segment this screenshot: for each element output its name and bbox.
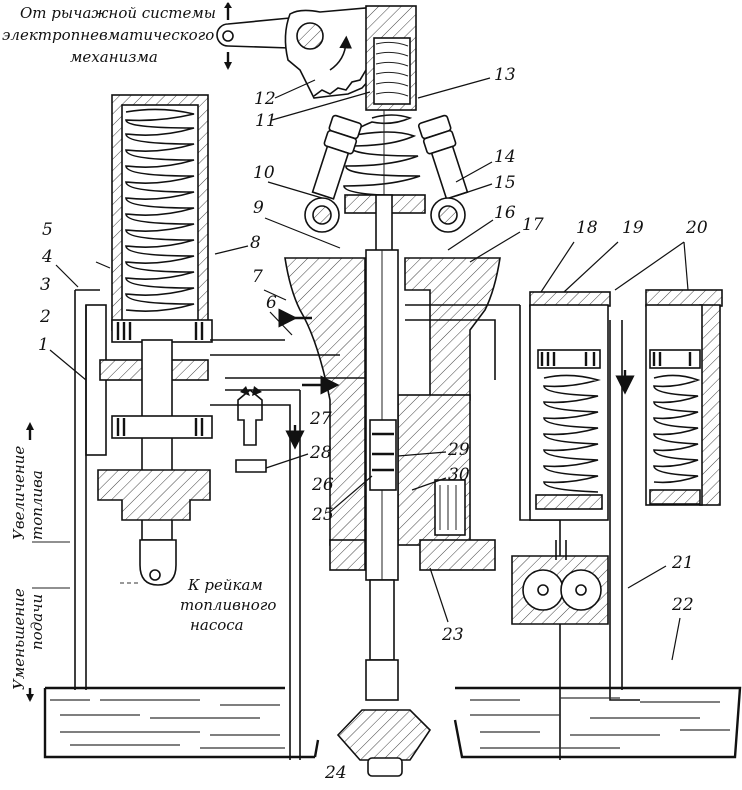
label-increase-line-1: Увеличение <box>10 446 28 540</box>
part-label-29: 29 <box>447 440 470 460</box>
caption-top-line-3: механизма <box>70 48 158 66</box>
part-label-10: 10 <box>253 163 275 183</box>
accumulators <box>529 289 723 521</box>
caption-rack-line-1: К рейкам <box>187 576 263 594</box>
part-label-13: 13 <box>494 65 516 85</box>
part-label-18: 18 <box>576 218 598 238</box>
part-label-17: 17 <box>522 215 544 235</box>
part-label-9: 9 <box>253 198 264 218</box>
direction-legend: Увеличение топлива Уменьшение подачи <box>10 422 70 702</box>
caption-rack: К рейкам топливного насоса <box>120 576 276 634</box>
governor-body <box>284 249 501 600</box>
lever-sector-12 <box>216 2 379 99</box>
part-label-15: 15 <box>494 173 516 193</box>
part-label-30: 30 <box>448 465 470 485</box>
part-label-14: 14 <box>494 147 516 167</box>
caption-top-line-1: От рычажной системы <box>20 4 216 22</box>
part-label-2: 2 <box>39 307 51 327</box>
caption-rack-line-3: насоса <box>190 616 244 634</box>
part-label-21: 21 <box>671 553 694 573</box>
caption-top-line-2: электропневматического <box>2 26 214 44</box>
part-label-12: 12 <box>254 89 276 109</box>
part-label-3: 3 <box>40 275 51 295</box>
part-labels: 1 2 3 4 5 6 7 8 9 10 11 12 13 14 15 16 1… <box>38 65 708 783</box>
oil-passages <box>210 304 640 760</box>
gear-pump <box>511 540 609 625</box>
part-label-24: 24 <box>324 763 347 783</box>
label-increase-line-2: топлива <box>28 470 46 540</box>
part-label-6: 6 <box>266 293 277 313</box>
needle-valve-28 <box>235 386 267 473</box>
drive-shaft-bevel-gear <box>336 579 432 777</box>
part-label-26: 26 <box>311 475 334 495</box>
part-label-23: 23 <box>441 625 464 645</box>
caption-top: От рычажной системы электропневматическо… <box>2 4 216 66</box>
part-label-7: 7 <box>252 267 263 287</box>
label-decrease-line-1: Уменьшение <box>10 588 28 690</box>
part-label-16: 16 <box>494 203 516 223</box>
part-label-11: 11 <box>255 111 277 131</box>
part-label-22: 22 <box>671 595 694 615</box>
label-decrease-line-2: подачи <box>28 594 46 650</box>
part-label-5: 5 <box>42 220 53 240</box>
part-label-20: 20 <box>685 218 708 238</box>
part-label-1: 1 <box>38 335 49 355</box>
power-piston-assembly <box>74 94 213 690</box>
caption-rack-line-2: топливного <box>180 596 276 614</box>
part-label-4: 4 <box>41 247 53 267</box>
top-spring-housing <box>365 5 417 111</box>
oil-sump-22 <box>43 686 742 759</box>
flyweight-arms <box>304 114 469 266</box>
part-label-27: 27 <box>309 409 332 429</box>
part-label-19: 19 <box>622 218 644 238</box>
part-label-8: 8 <box>250 233 261 253</box>
part-label-25: 25 <box>311 505 334 525</box>
part-label-28: 28 <box>309 443 332 463</box>
